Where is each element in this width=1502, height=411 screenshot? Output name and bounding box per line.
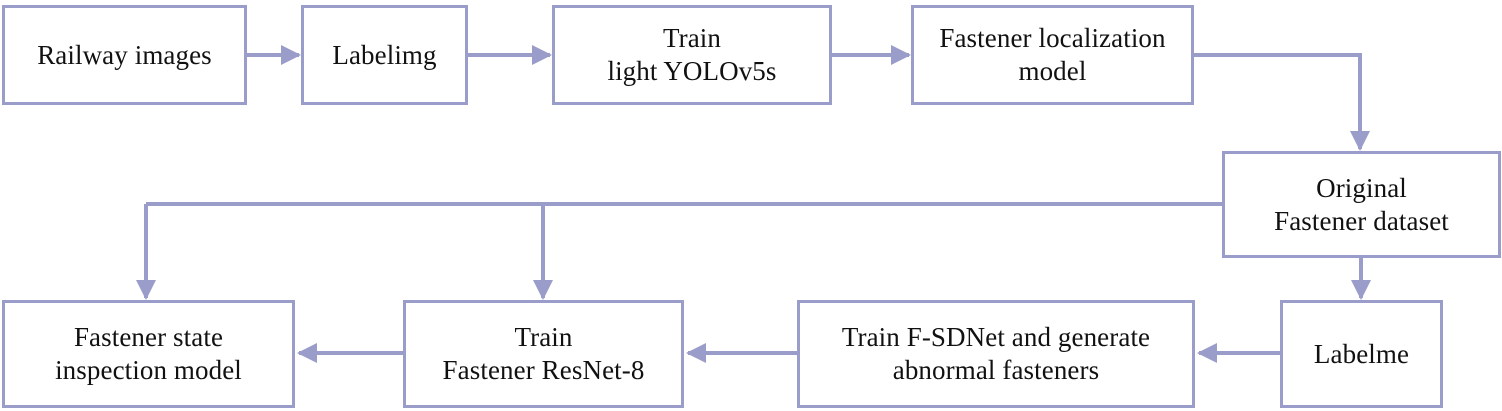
node-railway-images[interactable]: Railway images [2, 5, 247, 105]
node-train-light-yolov5s[interactable]: Train light YOLOv5s [552, 5, 832, 105]
node-train-fastener-resnet8[interactable]: Train Fastener ResNet-8 [403, 300, 684, 408]
node-labelme[interactable]: Labelme [1280, 300, 1443, 408]
node-original-fastener-dataset[interactable]: Original Fastener dataset [1222, 151, 1501, 258]
node-label: Fastener localization model [939, 23, 1166, 86]
node-labelimg[interactable]: Labelimg [301, 5, 468, 105]
node-fastener-localization-model[interactable]: Fastener localization model [911, 5, 1194, 105]
node-fastener-state-inspection-model[interactable]: Fastener state inspection model [2, 300, 295, 408]
node-label: Railway images [37, 39, 212, 70]
node-label: Fastener state inspection model [55, 322, 242, 385]
node-label: Train F-SDNet and generate abnormal fast… [841, 322, 1151, 385]
node-label: Train Fastener ResNet-8 [442, 322, 645, 385]
node-label: Labelme [1313, 338, 1410, 369]
node-label: Train light YOLOv5s [607, 23, 777, 86]
edge-localization-to-dataset [1194, 53, 1370, 151]
node-train-fsdnet[interactable]: Train F-SDNet and generate abnormal fast… [797, 300, 1195, 408]
node-label: Labelimg [332, 39, 437, 70]
node-label: Original Fastener dataset [1274, 172, 1449, 236]
